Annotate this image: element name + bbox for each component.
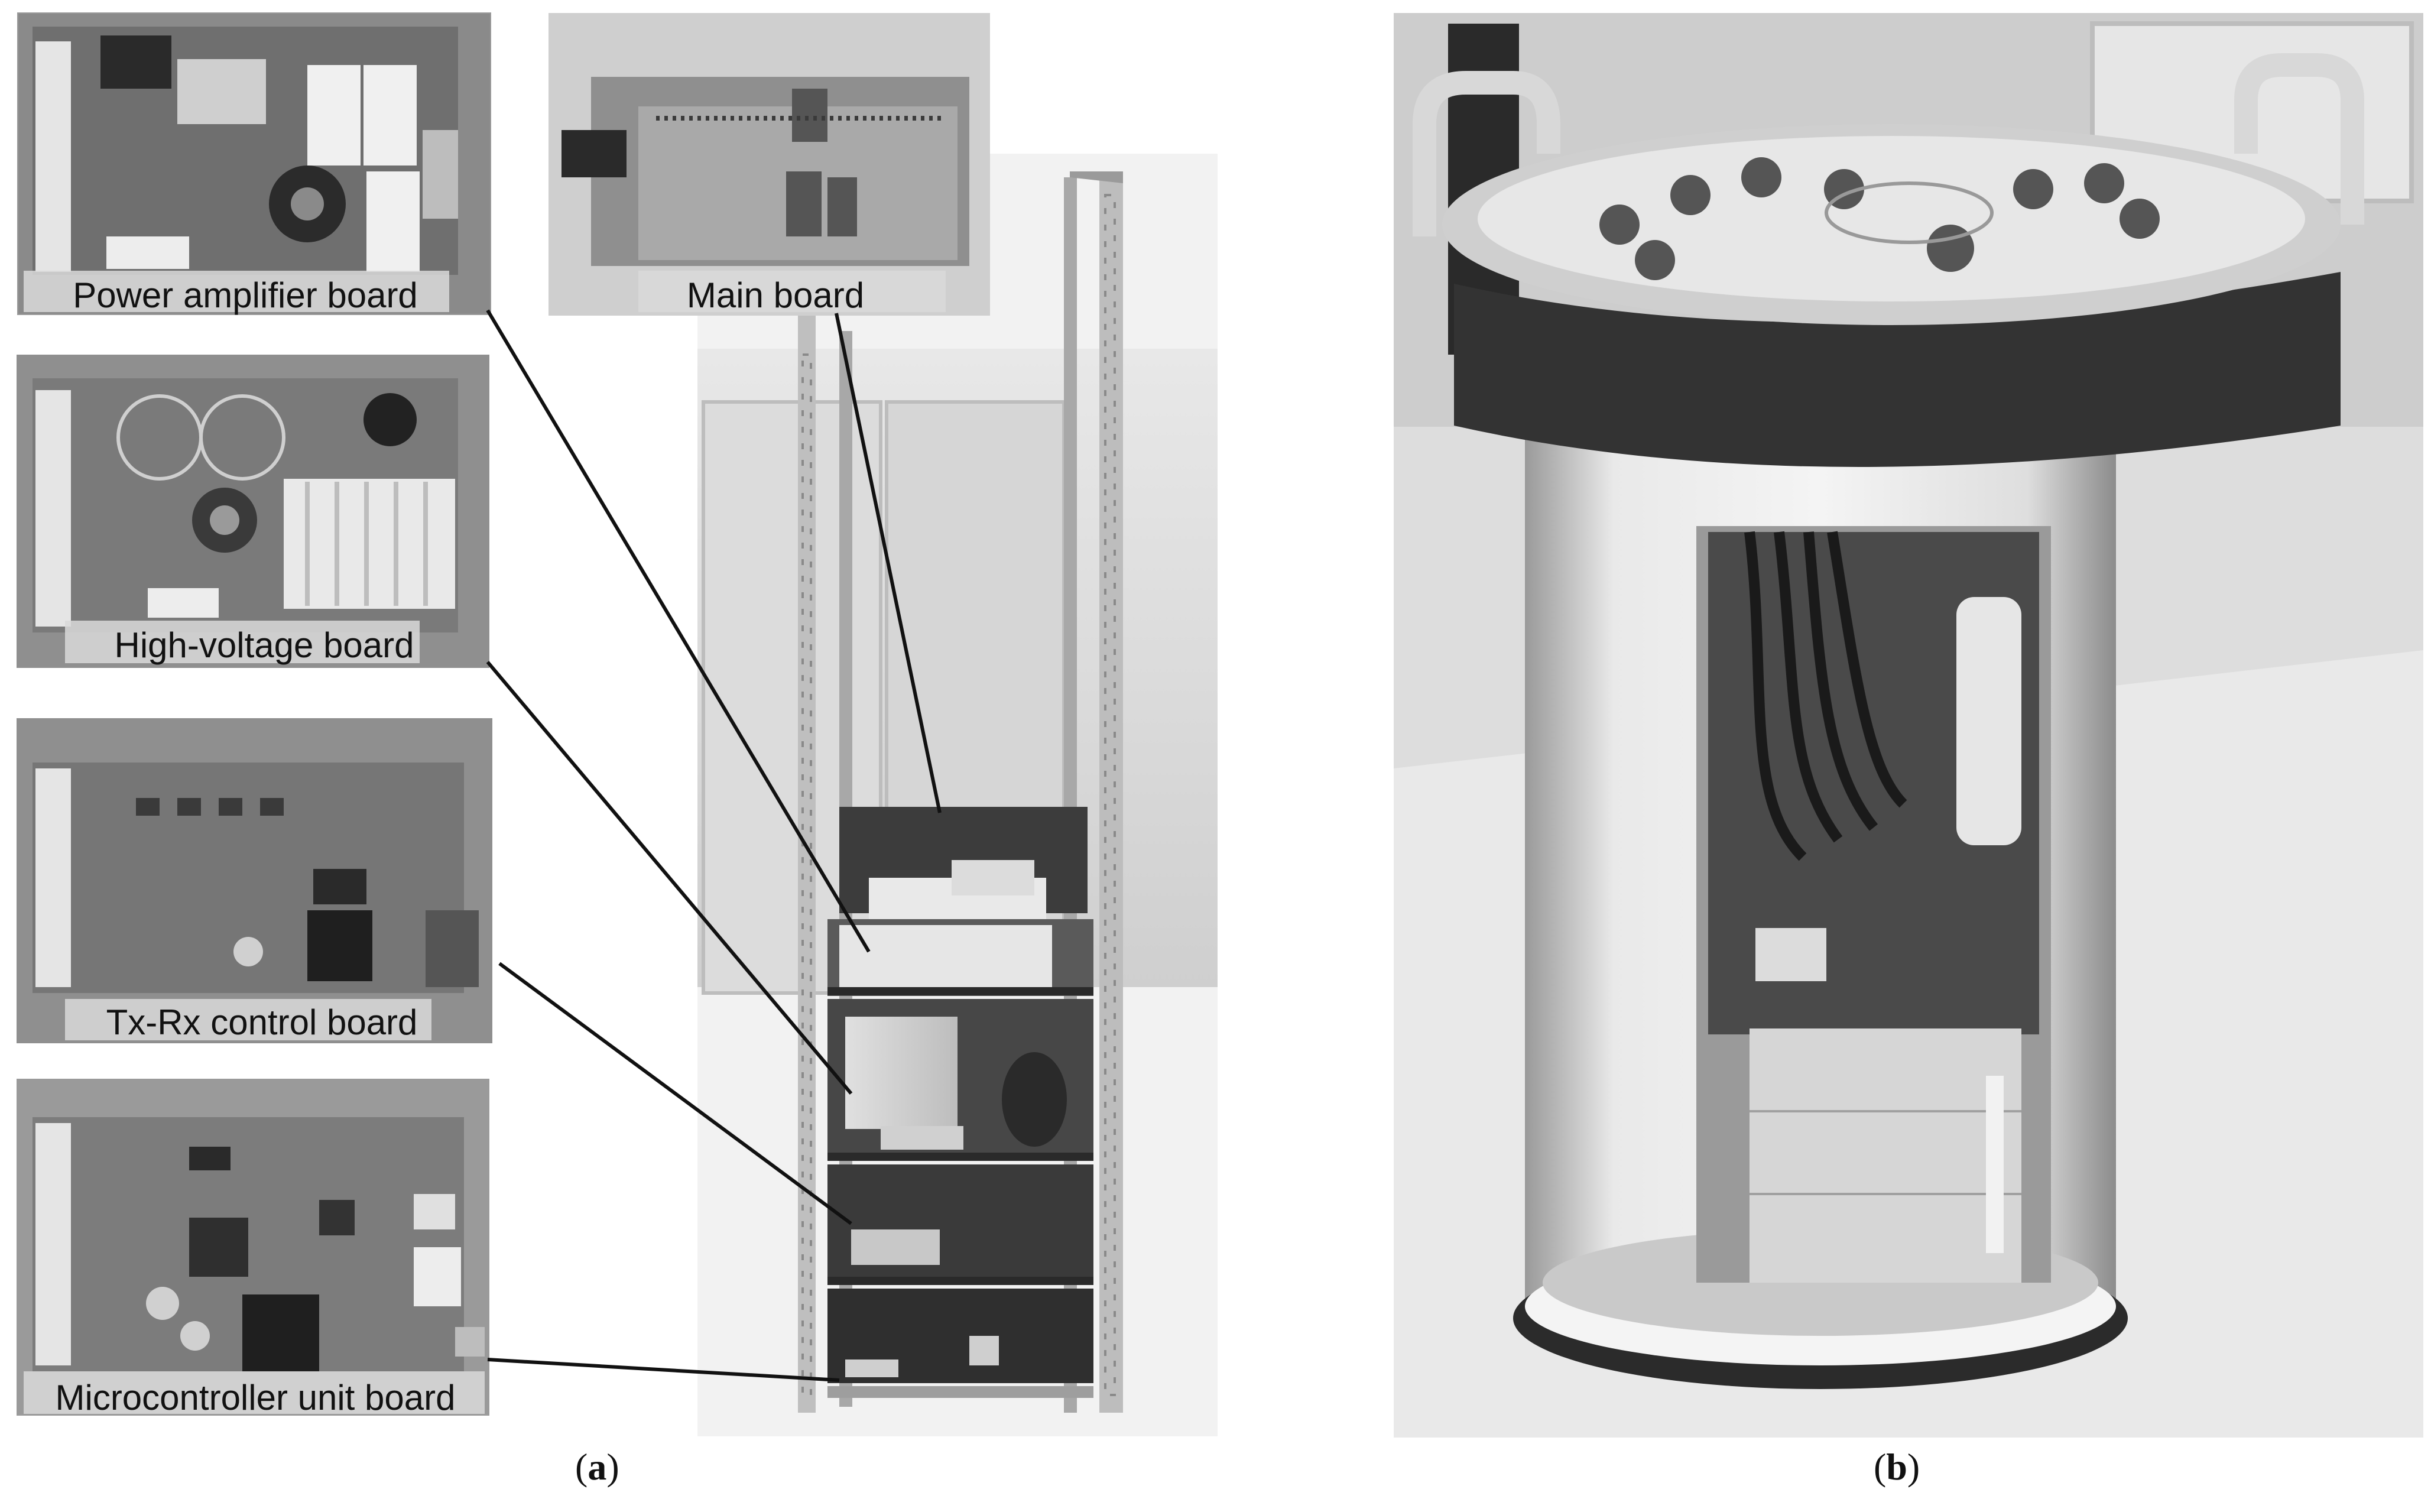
caption-b: (b) bbox=[1874, 1446, 1920, 1488]
leader-mcu bbox=[487, 1358, 840, 1382]
main-board-photo bbox=[548, 13, 990, 316]
tx-rx-control-board-photo bbox=[17, 718, 492, 1043]
label-power-amplifier-board: Power amplifier board bbox=[73, 275, 418, 315]
label-tx-rx-control-board: Tx-Rx control board bbox=[106, 1002, 418, 1042]
high-voltage-board-photo bbox=[17, 355, 489, 668]
caption-a-letter: a bbox=[588, 1446, 607, 1488]
power-amplifier-board-photo bbox=[17, 12, 491, 315]
panel-a: Power amplifier board Main board High-vo… bbox=[17, 12, 1218, 1436]
mcu-board-photo bbox=[17, 1079, 489, 1416]
leader-power-amplifier bbox=[486, 309, 871, 953]
label-high-voltage-board: High-voltage board bbox=[115, 625, 414, 665]
panel-b bbox=[1394, 13, 2423, 1438]
rack-photo bbox=[697, 154, 1218, 1436]
caption-b-letter: b bbox=[1886, 1446, 1907, 1488]
leader-lines bbox=[486, 309, 942, 1382]
label-boxes bbox=[24, 271, 946, 1414]
leader-tx-rx bbox=[498, 962, 852, 1225]
leader-high-voltage bbox=[486, 661, 853, 1095]
label-microcontroller-unit-board: Microcontroller unit board bbox=[56, 1378, 456, 1417]
leader-main bbox=[835, 313, 942, 813]
caption-a: (a) bbox=[575, 1446, 619, 1488]
label-main-board: Main board bbox=[687, 275, 864, 315]
